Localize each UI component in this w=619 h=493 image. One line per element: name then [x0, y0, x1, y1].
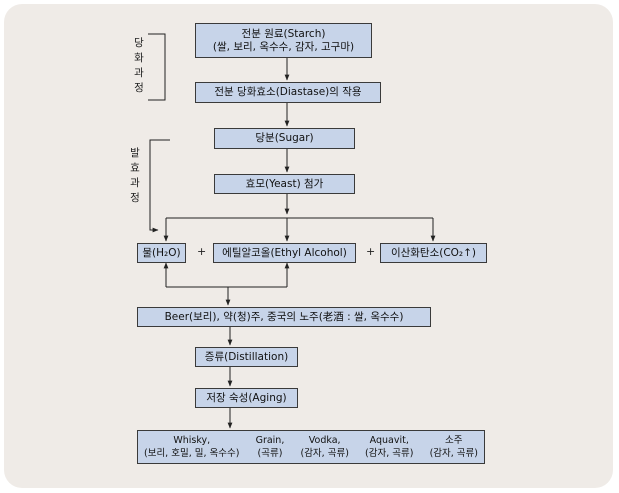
yeast-text: 효모(Yeast) 첨가: [245, 177, 324, 190]
product-name: 소주: [445, 435, 463, 446]
beer-box: Beer(보리), 약(청)주, 중국의 노주(老酒 : 쌀, 옥수수): [137, 307, 431, 327]
fermentation-bracket: [149, 139, 170, 233]
product-whisky: Whisky, (보리, 호밀, 밀, 옥수수): [144, 434, 239, 460]
product-vodka: Vodka, (감자, 곡류): [300, 434, 348, 460]
products-box: Whisky, (보리, 호밀, 밀, 옥수수) Grain, (곡류) Vod…: [137, 430, 485, 464]
ethyl-text: 에틸알코올(Ethyl Alcohol): [222, 246, 347, 259]
ethyl-alcohol-box: 에틸알코올(Ethyl Alcohol): [213, 243, 356, 263]
sugar-text: 당분(Sugar): [255, 132, 314, 144]
distillation-box: 증류(Distillation): [195, 347, 298, 367]
product-source: (감자, 곡류): [429, 448, 478, 459]
water-text: 물(H₂O): [142, 246, 181, 259]
product-source: (보리, 호밀, 밀, 옥수수): [144, 448, 240, 459]
starch-box: 전분 원료(Starch) (쌀, 보리, 옥수수, 감자, 고구마): [195, 23, 372, 58]
co2-box: 이산화탄소(CO₂↑): [380, 243, 487, 263]
diastase-text: 전분 당화효소(Diastase)의 작용: [214, 86, 362, 98]
starch-title: 전분 원료(Starch): [241, 27, 326, 40]
water-box: 물(H₂O): [137, 243, 186, 263]
product-name: Vodka,: [308, 435, 341, 446]
aging-box: 저장 숙성(Aging): [195, 388, 298, 408]
product-source: (감자, 곡류): [365, 448, 414, 459]
product-aquavit: Aquavit, (감자, 곡류): [365, 434, 413, 460]
product-name: Aquavit,: [369, 435, 409, 446]
product-source: (곡류): [257, 448, 283, 459]
sugar-box: 당분(Sugar): [214, 128, 355, 149]
product-grain: Grain, (곡류): [256, 434, 285, 460]
co2-text: 이산화탄소(CO₂↑): [390, 246, 477, 259]
plus-sign-1: +: [197, 245, 207, 258]
saccharification-label: 당화과정: [134, 37, 144, 94]
plus-sign-2: +: [366, 245, 376, 258]
product-name: Whisky,: [173, 435, 211, 446]
fermentation-label: 발효과정: [130, 147, 140, 204]
beer-text: Beer(보리), 약(청)주, 중국의 노주(老酒 : 쌀, 옥수수): [164, 310, 404, 323]
saccharification-bracket: [148, 33, 166, 101]
starch-sources: (쌀, 보리, 옥수수, 감자, 고구마): [212, 40, 355, 53]
product-name: Grain,: [255, 435, 285, 446]
product-source: (감자, 곡류): [300, 448, 349, 459]
diastase-box: 전분 당화효소(Diastase)의 작용: [195, 82, 381, 103]
distill-text: 증류(Distillation): [204, 350, 289, 363]
yeast-box: 효모(Yeast) 첨가: [214, 174, 355, 194]
product-soju: 소주 (감자, 곡류): [430, 434, 478, 460]
aging-text: 저장 숙성(Aging): [206, 391, 287, 404]
